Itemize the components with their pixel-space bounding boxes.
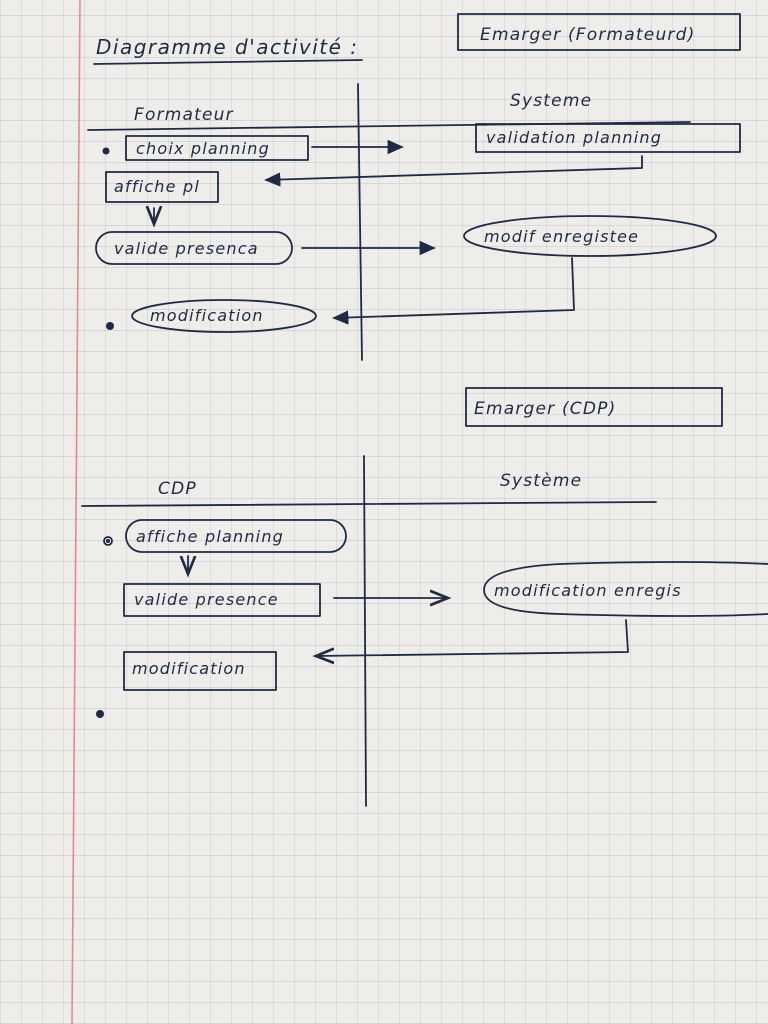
title-underline xyxy=(93,59,363,65)
section1-flow-modif-to-modification xyxy=(332,257,575,325)
section2-node-modification-enregis-label: modification enregis xyxy=(494,581,682,600)
section1-node-choix-planning-label: choix planning xyxy=(136,139,270,158)
section1-node-validation-planning xyxy=(475,123,741,153)
section2-node-modification-enregis xyxy=(483,561,768,617)
notebook-margin-line xyxy=(71,0,81,1024)
section1-node-modif-enregistee-label: modif enregistee xyxy=(484,227,639,246)
section2-lane-divider xyxy=(363,455,367,807)
section2-heading: Emarger (CDP) xyxy=(474,399,616,419)
section1-system-label: Systeme xyxy=(510,91,592,111)
section1-lane-divider xyxy=(357,83,363,361)
section2-end-dot xyxy=(96,710,104,718)
section2-start-dot-core xyxy=(106,539,110,543)
section1-node-modification xyxy=(131,299,317,333)
section2-node-modification-label: modification xyxy=(132,659,246,678)
section2-node-valide-presence-label: valide presence xyxy=(134,590,279,609)
section1-node-modification-label: modification xyxy=(150,306,264,325)
section1-node-valide-presenca-label: valide presenca xyxy=(114,239,259,258)
diagram-title: Diagramme d'activité : xyxy=(96,35,359,59)
section2-node-affiche-planning xyxy=(125,519,347,553)
section2-header-line xyxy=(81,501,657,507)
section2-heading-box xyxy=(465,387,723,427)
section1-node-validation-planning-label: validation planning xyxy=(486,128,662,147)
section1-node-modif-enregistee xyxy=(463,215,717,257)
section1-flow-validation-to-affiche xyxy=(264,155,643,187)
section1-start-dot xyxy=(102,147,110,155)
section2-node-modification xyxy=(123,651,277,691)
section2-system-label: Système xyxy=(500,471,582,491)
section1-actor-label: Formateur xyxy=(134,105,234,125)
section2-node-affiche-planning-label: affiche planning xyxy=(136,527,284,546)
section1-end-dot xyxy=(106,322,114,330)
section1-heading: Emarger (Formateurd) xyxy=(480,25,695,45)
section2-node-valide-presence xyxy=(123,583,321,617)
section1-heading-box xyxy=(457,13,741,51)
section2-start-dot xyxy=(103,536,113,546)
section2-actor-label: CDP xyxy=(158,479,197,499)
section1-node-affiche-pl xyxy=(105,171,219,203)
section2-flow-enregis-to-modification xyxy=(316,619,629,656)
section1-node-valide-presenca xyxy=(95,231,293,265)
section1-node-choix-planning xyxy=(125,135,309,161)
section1-node-affiche-pl-label: affiche pl xyxy=(114,177,200,196)
